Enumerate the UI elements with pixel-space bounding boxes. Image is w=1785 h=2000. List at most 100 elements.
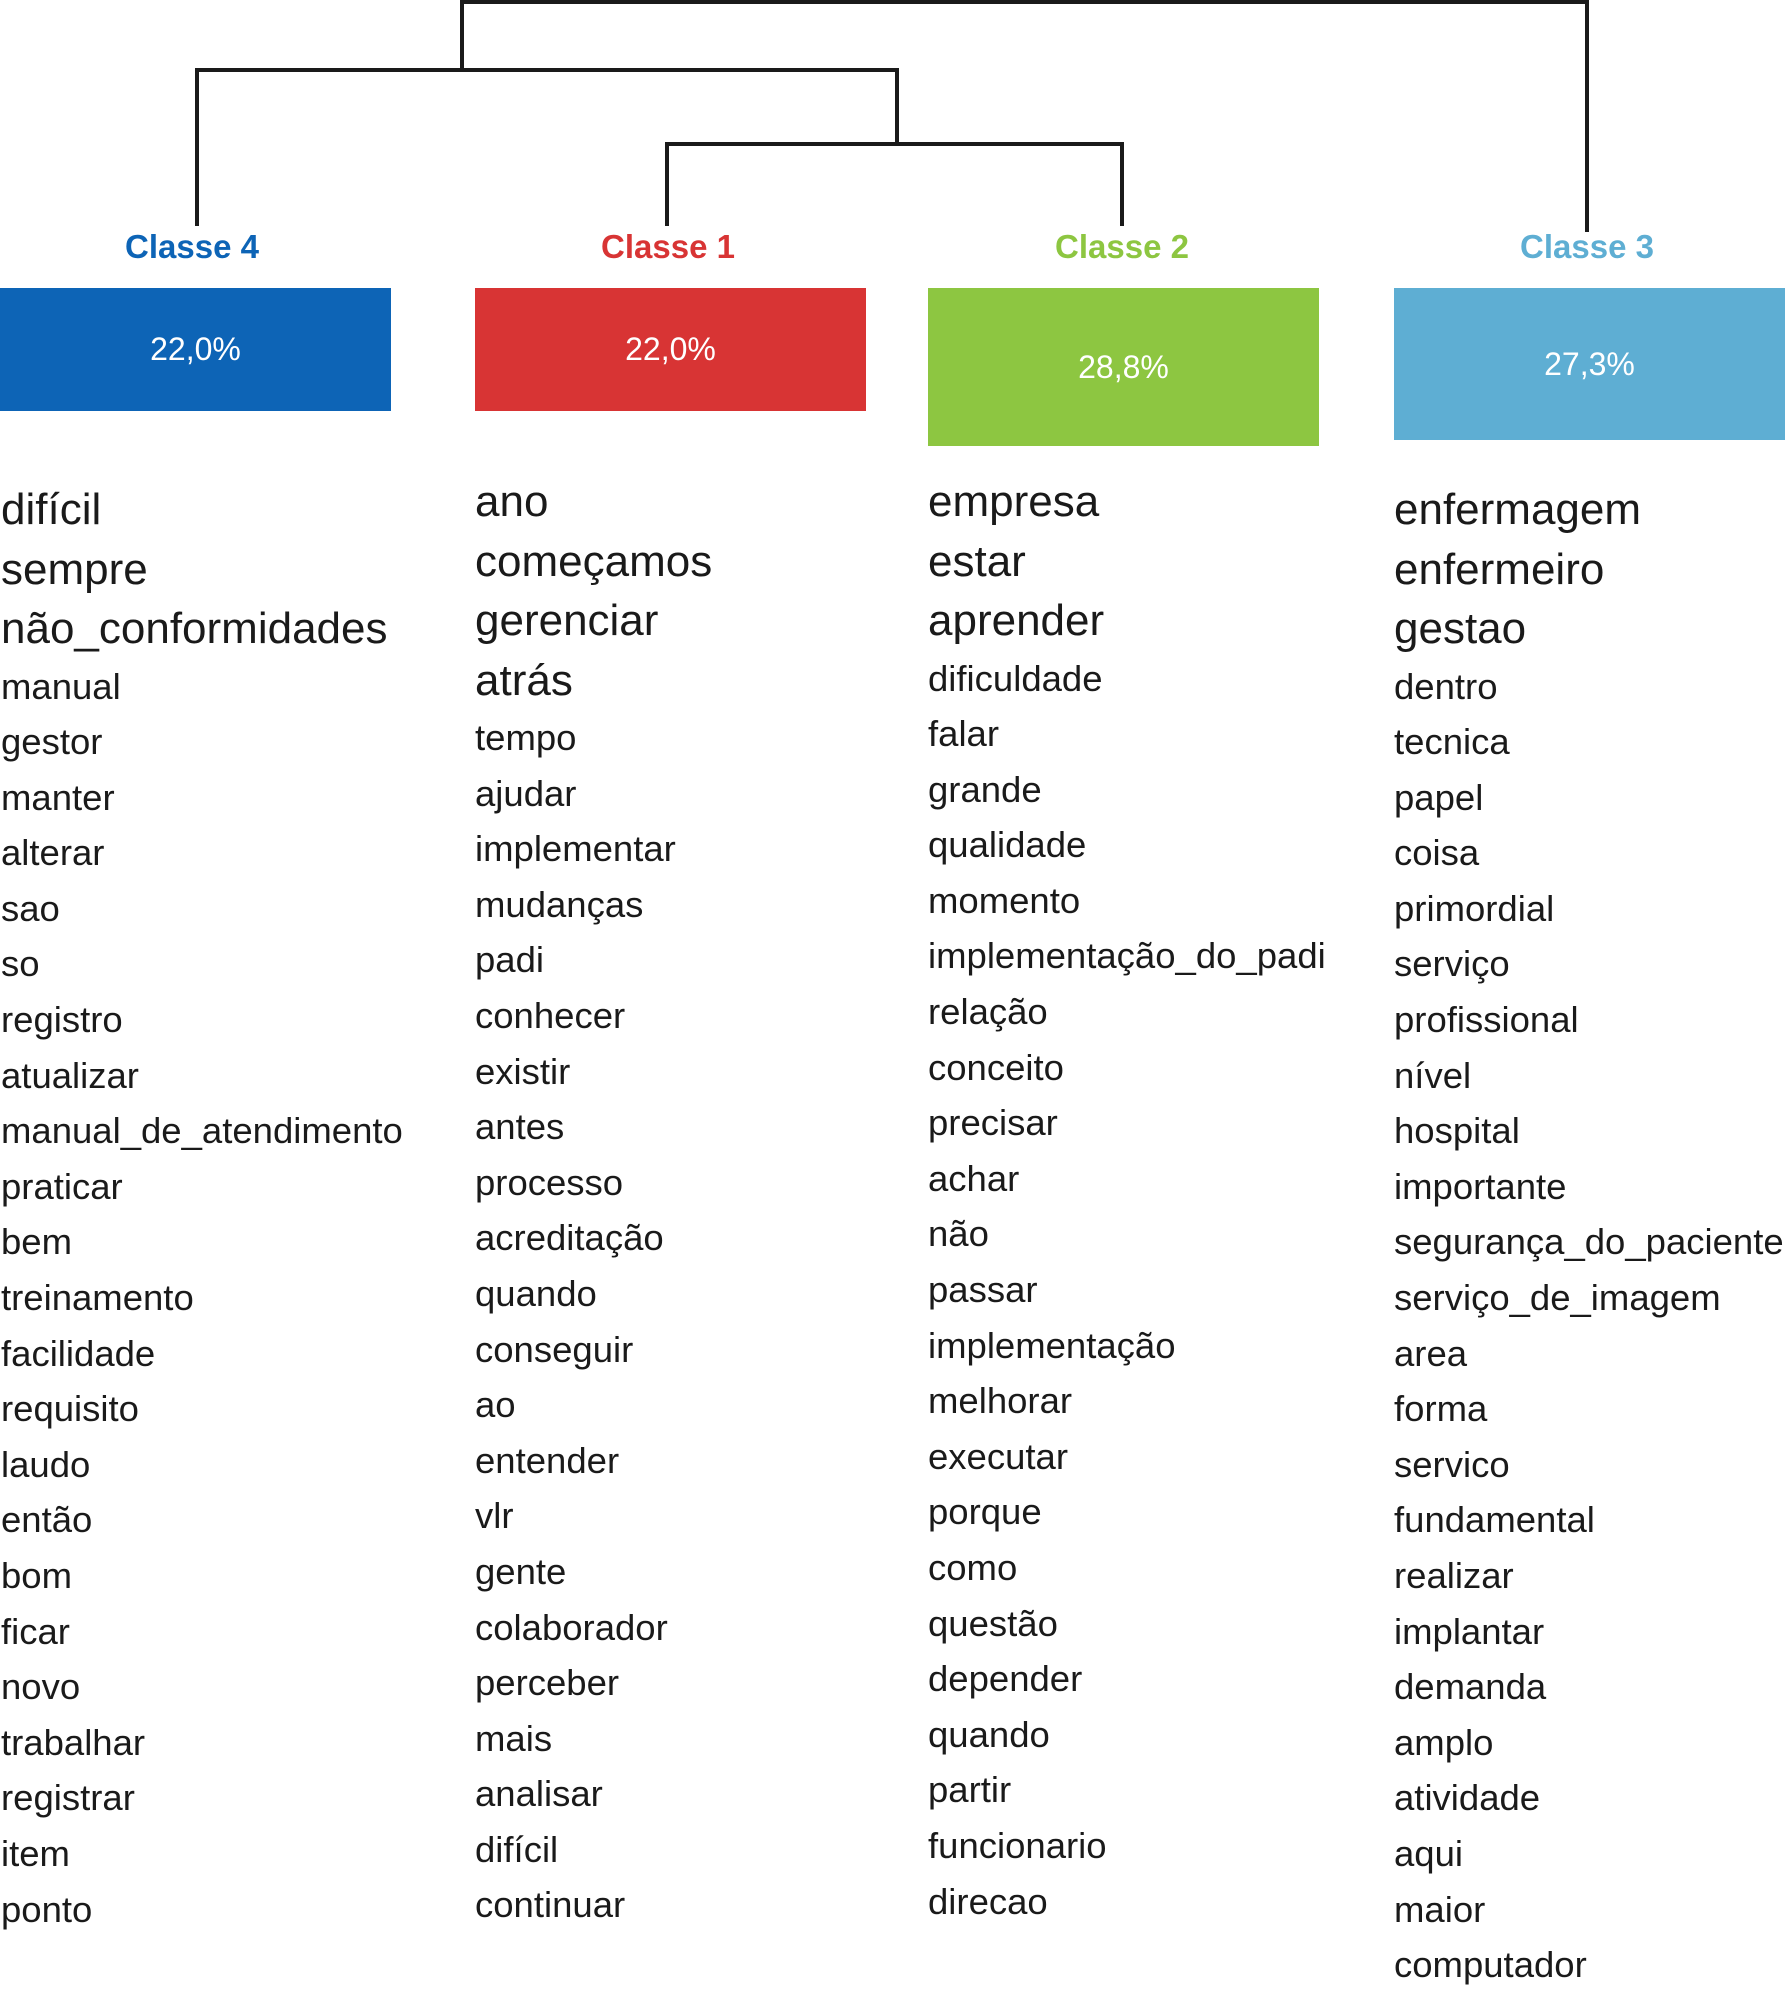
word-item: quando [475, 1272, 597, 1314]
word-item: ajudar [475, 772, 577, 814]
word-item: depender [928, 1658, 1083, 1700]
word-item: aprender [928, 596, 1105, 645]
word-item: existir [475, 1050, 571, 1092]
word-item: tempo [475, 717, 577, 758]
class-3-title: Classe 3 [1520, 228, 1654, 265]
word-item: empresa [928, 477, 1100, 526]
word-item: implantar [1394, 1610, 1545, 1652]
word-item: praticar [1, 1165, 123, 1207]
word-item: sempre [1, 544, 148, 594]
word-item: direcao [928, 1880, 1048, 1922]
word-item: implementação_do_padi [928, 935, 1326, 977]
word-item: alterar [1, 832, 105, 874]
word-item: falar [928, 713, 1000, 755]
word-item: analisar [475, 1773, 603, 1815]
word-item: melhorar [928, 1380, 1073, 1422]
word-item: gerenciar [475, 596, 659, 645]
word-item: atualizar [1, 1054, 139, 1096]
word-item: não_conformidades [1, 604, 388, 653]
word-item: não [928, 1213, 989, 1255]
dendrogram-left-branch [195, 68, 899, 226]
class-2-percent: 28,8% [1078, 348, 1169, 385]
word-item: ao [475, 1384, 516, 1426]
word-item: conceito [928, 1046, 1064, 1088]
word-item: importante [1394, 1165, 1567, 1207]
word-item: ano [475, 477, 549, 526]
word-item: so [1, 943, 40, 985]
word-item: entender [475, 1439, 620, 1481]
word-item: porque [928, 1491, 1042, 1533]
word-item: tecnica [1394, 721, 1510, 763]
word-item: nível [1394, 1054, 1472, 1096]
word-item: implementação [928, 1324, 1176, 1366]
word-item: acreditação [475, 1217, 664, 1259]
word-item: manual [1, 665, 121, 707]
word-item: quando [928, 1713, 1050, 1755]
word-item: padi [475, 939, 545, 981]
word-item: bom [1, 1555, 73, 1596]
class-3-percent-box: 27,3% [1394, 288, 1785, 440]
word-item: novo [1, 1666, 81, 1708]
word-item: relação [928, 991, 1048, 1033]
word-item: difícil [1, 485, 102, 534]
word-item: profissional [1394, 999, 1579, 1041]
word-item: item [1, 1832, 70, 1874]
word-item: registro [1, 999, 123, 1041]
word-item: maior [1394, 1888, 1486, 1930]
word-item: fundamental [1394, 1499, 1595, 1541]
word-item: enfermagem [1394, 485, 1642, 534]
word-item: conhecer [475, 994, 626, 1036]
word-item: enfermeiro [1394, 544, 1605, 594]
word-item: gestao [1394, 604, 1527, 653]
word-item: primordial [1394, 887, 1555, 929]
word-item: facilidade [1, 1332, 156, 1374]
word-item: antes [475, 1106, 565, 1148]
word-item: coisa [1394, 832, 1480, 874]
class-2-percent-box: 28,8% [928, 288, 1319, 446]
word-item: processo [475, 1161, 624, 1203]
word-item: difícil [475, 1828, 559, 1870]
word-item: como [928, 1547, 1018, 1588]
word-item: laudo [1, 1443, 91, 1485]
word-item: bem [1, 1221, 73, 1263]
word-item: estar [928, 536, 1026, 586]
word-item: area [1394, 1332, 1468, 1374]
word-item: segurança_do_paciente [1394, 1221, 1784, 1263]
word-item: computador [1394, 1944, 1587, 1986]
word-item: serviço [1394, 943, 1510, 985]
word-item: precisar [928, 1102, 1058, 1144]
word-item: serviço_de_imagem [1394, 1277, 1721, 1319]
word-item: passar [928, 1269, 1038, 1311]
word-item: grande [928, 768, 1042, 810]
word-item: implementar [475, 828, 676, 870]
class-4-percent-box: 22,0% [0, 288, 391, 411]
class-4-title: Classe 4 [125, 228, 259, 265]
word-item: forma [1394, 1388, 1488, 1430]
word-item: papel [1394, 776, 1484, 818]
class-1-percent: 22,0% [625, 331, 716, 367]
word-item: amplo [1394, 1721, 1494, 1763]
word-item: gestor [1, 721, 103, 763]
word-item: mais [475, 1717, 553, 1759]
word-item: gente [475, 1550, 567, 1592]
word-item: atrás [475, 655, 573, 705]
word-item: achar [928, 1157, 1020, 1199]
dendrogram-root-branch [460, 0, 1589, 232]
word-item: executar [928, 1435, 1068, 1477]
word-item: demanda [1394, 1666, 1547, 1708]
word-item: colaborador [475, 1606, 668, 1648]
class-1-percent-box: 22,0% [475, 288, 866, 411]
word-item: sao [1, 887, 60, 929]
word-item: qualidade [928, 824, 1087, 866]
word-item: ficar [1, 1610, 70, 1652]
word-item: questão [928, 1602, 1058, 1644]
word-item: vlr [475, 1495, 514, 1537]
word-item: então [1, 1499, 93, 1541]
word-item: hospital [1394, 1110, 1520, 1152]
word-item: manual_de_atendimento [1, 1110, 403, 1152]
word-item: momento [928, 879, 1081, 921]
word-item: manter [1, 776, 115, 818]
